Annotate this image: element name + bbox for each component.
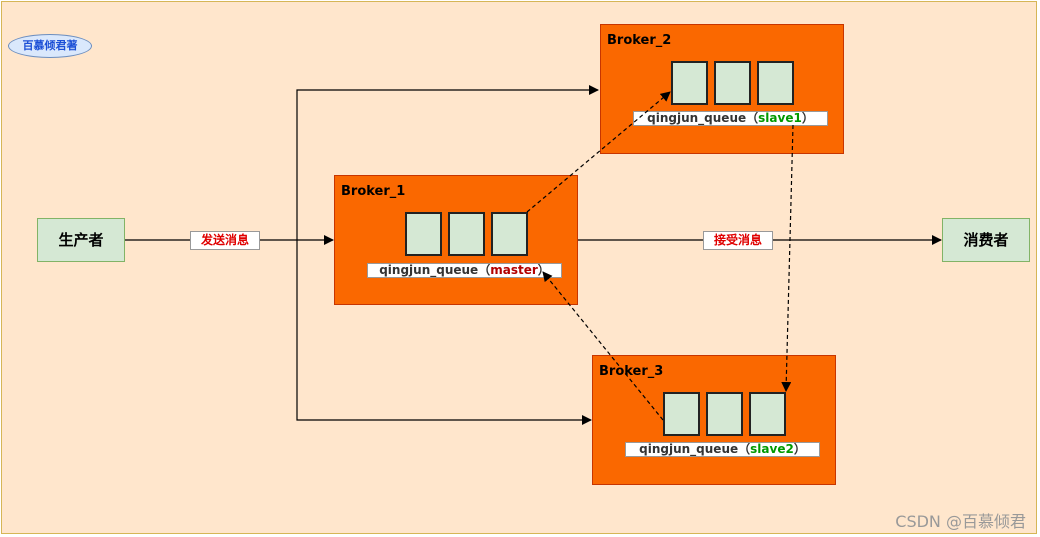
producer-node: 生产者: [37, 218, 125, 262]
watermark: CSDN @百慕倾君: [895, 512, 1026, 531]
author-tag: 百慕倾君著: [8, 34, 92, 58]
edge-to-broker-2: [296, 85, 599, 240]
broker-2: Broker_2 qingjun_queue（slave1）: [600, 24, 844, 154]
producer-label: 生产者: [58, 231, 104, 249]
broker-1-queue-cell: [448, 212, 485, 256]
broker-3-title: Broker_3: [599, 364, 664, 379]
edge-sync-broker-1-to-broker-2: [526, 91, 671, 213]
broker-2-queue-cell: [714, 61, 751, 105]
edge-to-broker-3: [296, 240, 592, 425]
broker-2-title: Broker_2: [607, 33, 672, 48]
broker-1-queue-label: qingjun_queue（master）: [367, 263, 562, 278]
consumer-label: 消费者: [963, 231, 1009, 249]
broker-3-role: slave2: [750, 442, 794, 456]
receive-message-label: 接受消息: [703, 231, 773, 250]
broker-2-queue-name: qingjun_queue: [647, 111, 747, 125]
broker-1-title: Broker_1: [341, 184, 406, 199]
broker-2-queue-cell: [671, 61, 708, 105]
broker-2-queue-label: qingjun_queue（slave1）: [633, 111, 828, 126]
broker-1: Broker_1 qingjun_queue（master）: [334, 175, 578, 305]
broker-2-role: slave1: [758, 111, 802, 125]
broker-1-queue-cell: [405, 212, 442, 256]
broker-3-queue-name: qingjun_queue: [639, 442, 739, 456]
broker-1-queue-name: qingjun_queue: [379, 263, 479, 277]
consumer-node: 消费者: [942, 218, 1030, 262]
send-message-label: 发送消息: [190, 231, 260, 250]
broker-1-queue-cell: [491, 212, 528, 256]
broker-3-queue-cell: [663, 392, 700, 436]
edge-sync-broker-2-to-broker-3: [781, 124, 794, 392]
broker-3-queue-cell: [706, 392, 743, 436]
edge-sync-broker-3-to-broker-1: [542, 271, 664, 421]
broker-3-queue-cell: [749, 392, 786, 436]
broker-2-queue-cell: [757, 61, 794, 105]
broker-3-queue-label: qingjun_queue（slave2）: [625, 442, 820, 457]
broker-3: Broker_3 qingjun_queue（slave2）: [592, 355, 836, 485]
broker-1-role: master: [490, 263, 538, 277]
